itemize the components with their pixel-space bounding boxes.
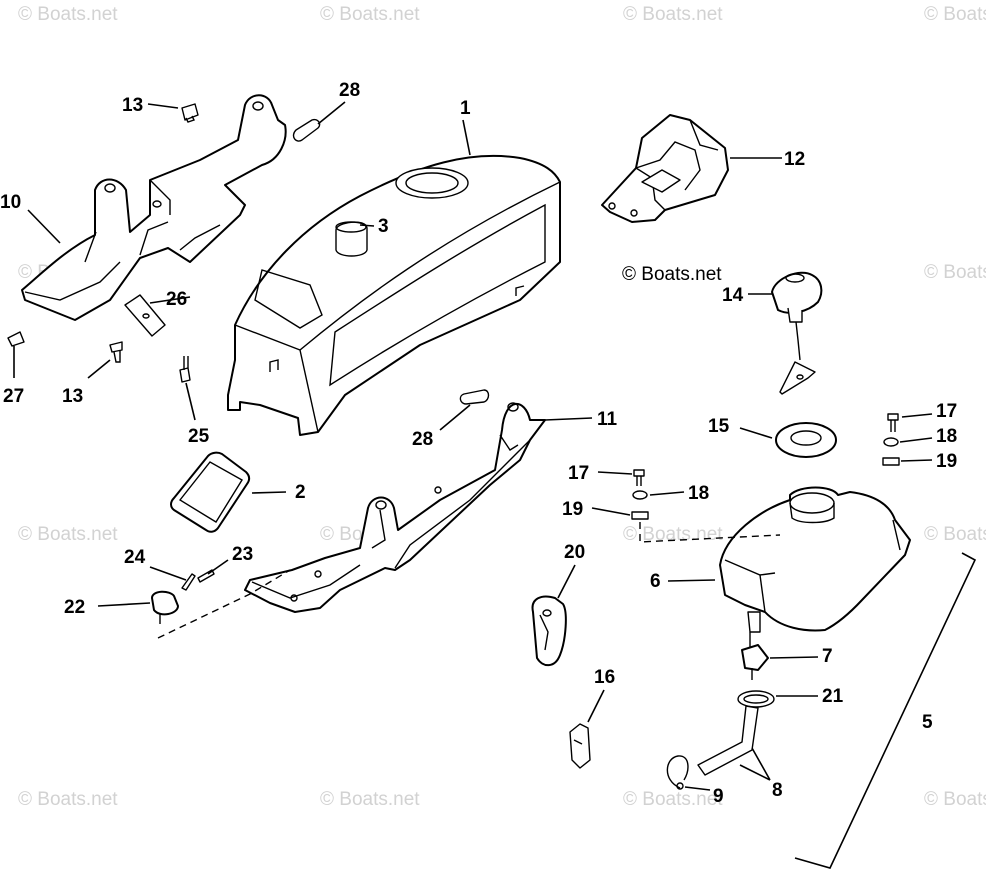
copyright-label: © Boats.net [622,264,722,285]
assembly-bracket [794,552,977,869]
callout-11: 11 [597,409,618,430]
watermark: © Boats.net [924,524,986,545]
plate [124,294,166,337]
gasket [170,451,251,533]
fuel-hose [697,705,759,776]
callout-10: 10 [0,192,21,213]
callout-24: 24 [124,547,146,568]
pin-28-bottom [459,389,490,405]
watermark: © Boats.net [623,789,723,810]
washer-18-right [883,437,899,447]
callout-17: 17 [568,463,589,484]
watermark: © Boats.net [924,789,986,810]
callout-26: 26 [166,289,187,310]
callout-19: 19 [936,451,957,472]
callout-3: 3 [378,216,389,237]
pad-small [569,723,591,769]
callout-28: 28 [412,429,433,450]
callout-13: 13 [122,95,143,116]
latch-bracket [601,114,729,223]
fuel-tank [719,486,911,632]
watermark: © Boats.net [320,4,420,25]
watermark: © Boats.net [18,789,118,810]
hose-clip [666,755,689,790]
hose-clamp [737,690,775,708]
dash-line-plug [157,569,291,639]
stud [179,356,191,383]
callout-19: 19 [562,499,583,520]
pin-28-top [292,118,321,142]
watermark: © Boats.net [623,4,723,25]
plug-grommet [151,590,179,624]
callout-25: 25 [188,426,210,447]
fuel-connector [741,611,769,680]
fuel-cap [771,271,823,395]
watermark: © Boats.net [924,262,986,283]
nut-19-right [882,457,900,466]
callout-18: 18 [936,426,957,447]
callout-13: 13 [62,386,83,407]
callout-5: 5 [922,712,933,733]
watermark: © Boats.net [320,789,420,810]
callout-8: 8 [772,780,783,801]
watermark: © Boats.net [18,4,118,25]
washer-18-center [632,490,648,500]
dash-line-tank [639,522,781,543]
callout-17: 17 [936,401,957,422]
bolt-17-center [633,469,645,486]
callout-21: 21 [822,686,844,707]
callout-9: 9 [713,786,724,807]
nut-19-center [631,511,649,520]
callout-12: 12 [784,149,805,170]
callout-15: 15 [708,416,730,437]
callout-23: 23 [232,544,253,565]
watermark: © Boats.net [623,524,723,545]
support-bracket-left [21,94,287,321]
screw-27 [7,331,25,347]
pin-24 [181,573,196,591]
callout-labels: 1 2 3 5 6 7 8 9 10 11 12 13 13 14 15 16 … [0,80,957,807]
callout-22: 22 [64,597,85,618]
support-bracket-right [244,402,546,613]
engine-cover [227,154,561,436]
callout-18: 18 [688,483,709,504]
pad-large [531,595,567,667]
screw-13-bottom [109,341,123,363]
screw-13-top [181,103,199,123]
callout-16: 16 [594,667,615,688]
leader-lines [13,101,933,791]
bolt-17-right [887,413,899,432]
callout-7: 7 [822,646,833,667]
callout-20: 20 [564,542,585,563]
callout-28: 28 [339,80,360,101]
watermark: © Boats.net [924,4,986,25]
callout-6: 6 [650,571,661,592]
grommet [775,422,837,458]
callout-1: 1 [460,98,471,119]
callout-2: 2 [295,482,306,503]
callout-14: 14 [722,285,744,306]
callout-27: 27 [3,386,24,407]
watermark: © Boats.net [18,524,118,545]
